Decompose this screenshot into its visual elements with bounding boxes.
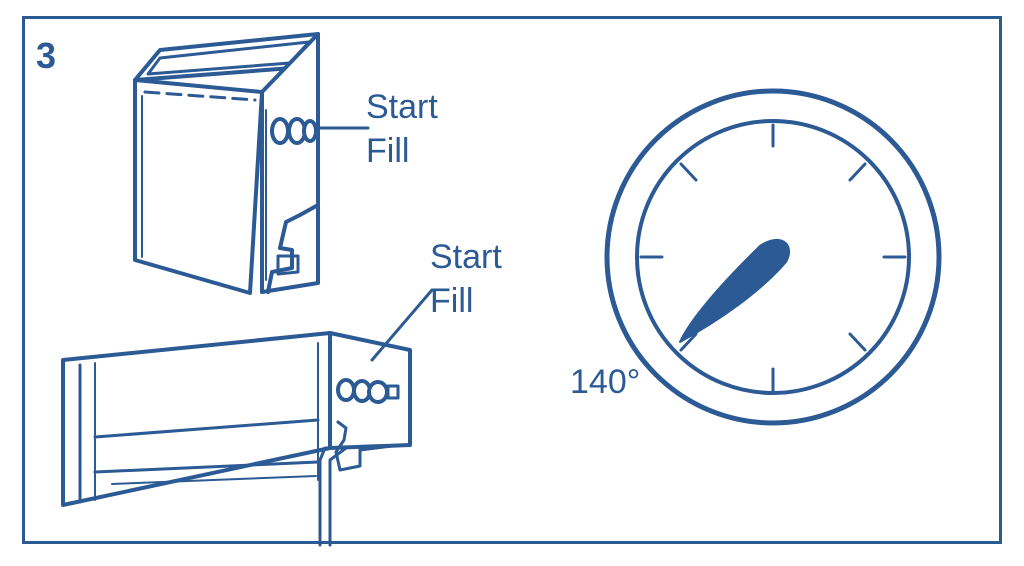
gauge-reading-label: 140°: [570, 363, 641, 401]
bottom-dispenser-illustration: [61, 288, 434, 547]
top-fill-label: Fill: [366, 132, 410, 170]
temperature-gauge: [604, 88, 942, 426]
step-number: 3: [36, 35, 57, 76]
gauge-needle: [679, 238, 791, 343]
panel-frame: [22, 16, 1002, 544]
gauge-ticks: [639, 123, 907, 392]
bottom-start-label: Start: [430, 238, 502, 276]
top-dispenser-illustration: [133, 32, 370, 295]
bottom-fill-label: Fill: [430, 282, 474, 320]
top-start-label: Start: [366, 88, 438, 126]
